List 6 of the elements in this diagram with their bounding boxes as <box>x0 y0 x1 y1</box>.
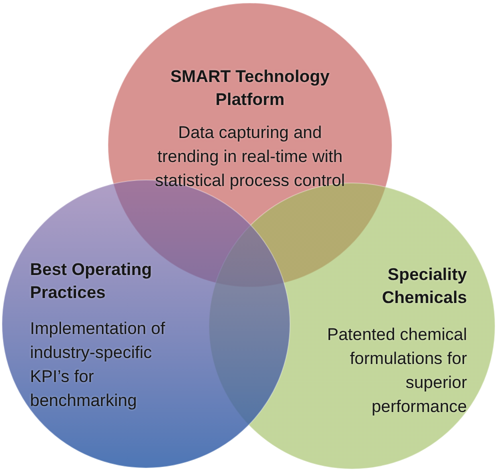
circle-heading: Speciality Chemicals <box>380 264 467 309</box>
circle-description: Implementation of industry-specific KPI’s for benchmarking <box>30 318 166 412</box>
circle-description: Patented chemical formulations for superior performance <box>326 324 467 418</box>
circle-heading: Best Operating Practices <box>30 259 153 304</box>
circle-heading: SMART Technology Platform <box>169 66 331 111</box>
circle-description: Data capturing and trending in real-time with statistical process control <box>154 122 346 192</box>
